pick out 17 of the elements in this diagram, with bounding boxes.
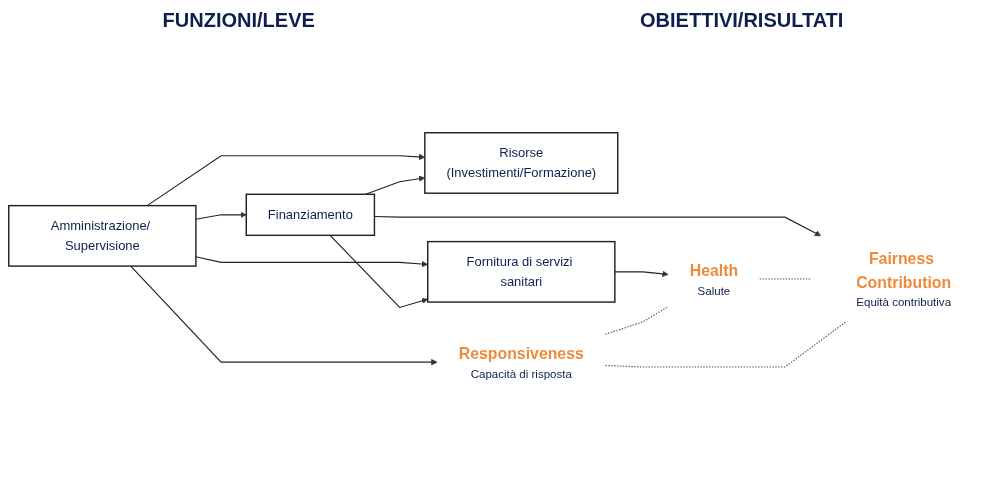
node-text: Health Salute xyxy=(689,261,739,298)
node-text: Responsiveness Capacità di risposta xyxy=(458,344,584,381)
connector xyxy=(604,322,846,368)
node-box: Fornitura di servizi sanitari xyxy=(427,241,616,304)
node-text: Fairness Contribution Equità contributiva xyxy=(856,249,952,309)
connector xyxy=(759,278,811,280)
connector xyxy=(604,306,669,336)
column-heading: OBIETTIVI/RISULTATI xyxy=(640,8,844,32)
arrow xyxy=(329,235,428,309)
node-box: Amministrazione/ Supervisione xyxy=(8,205,197,268)
column-heading: FUNZIONI/LEVE xyxy=(162,8,315,32)
node-box: Finanziamento xyxy=(245,193,376,237)
arrow xyxy=(195,256,428,268)
arrow xyxy=(614,271,669,278)
arrow xyxy=(195,212,247,221)
arrow xyxy=(130,265,438,366)
node-box: Risorse (Investimenti/Formazione) xyxy=(424,132,619,195)
